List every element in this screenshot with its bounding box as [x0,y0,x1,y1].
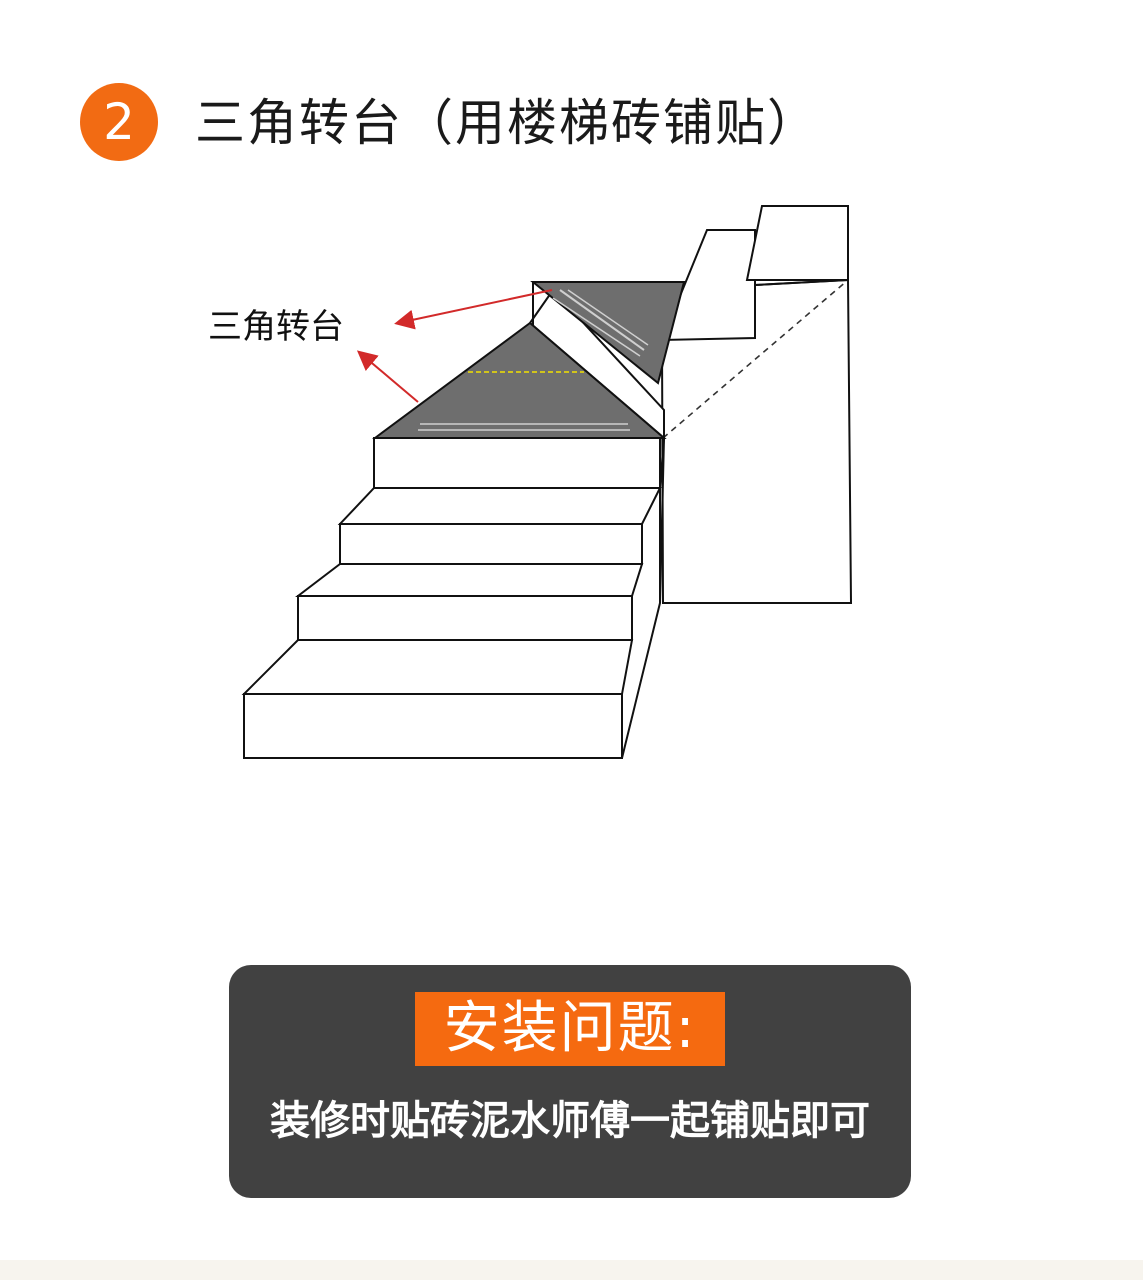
step-number-badge: 2 [80,83,158,161]
lower-step-4-tread [241,639,634,695]
tile-groove [552,297,641,357]
upper-step-edge [754,279,849,286]
lower-step-2-tread [337,487,662,525]
tile-groove [559,289,645,351]
callout-label: 三角转台 [208,307,344,347]
lower-step-2-riser [339,523,643,565]
staircase-diagram: 三角转台 [208,205,853,759]
upper-triangle-landing [530,281,686,385]
lower-step-1-riser [373,437,661,489]
callout-arrow-lower [356,350,419,403]
lower-step-4-riser [243,693,623,759]
wall-hidden-edge [662,279,849,439]
info-text: 装修时贴砖泥水师傅一起铺贴即可 [270,1098,870,1144]
lower-step-3-riser [297,595,633,641]
info-tag: 安装问题: [415,992,725,1066]
page-title: 三角转台（用楼梯砖铺贴） [195,94,819,152]
upper-step-2 [745,205,849,281]
bottom-strip [0,1260,1143,1280]
callout-arrow-upper [394,289,553,330]
lower-step-3-tread [295,563,644,597]
installation-info-box: 安装问题: 装修时贴砖泥水师傅一起铺贴即可 [229,965,911,1198]
tile-groove [567,289,649,346]
